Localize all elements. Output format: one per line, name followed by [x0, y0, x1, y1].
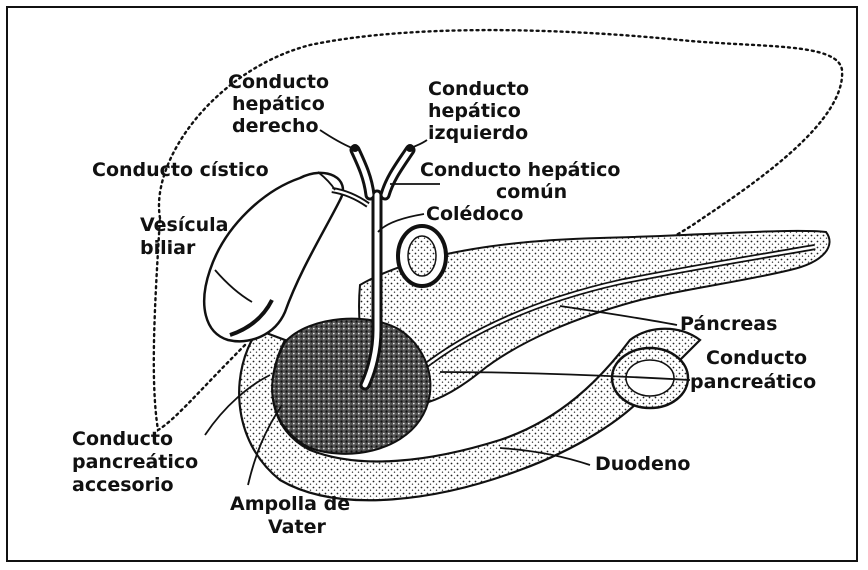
label-accessory-pancreatic-duct: Conducto pancreático accesorio: [72, 428, 205, 496]
label-common-hepatic-duct: Conducto hepático común: [420, 159, 627, 203]
label-pancreatic-duct: Conducto pancreático: [690, 347, 816, 393]
label-common-bile-duct: Colédoco: [426, 203, 523, 225]
leader-left-hepatic: [412, 140, 427, 148]
pancreas-head-shape: [272, 319, 430, 454]
label-right-hepatic-duct: Conducto hepático derecho: [228, 71, 336, 137]
label-duodenum: Duodeno: [595, 453, 690, 475]
label-cystic-duct: Conducto cístico: [92, 159, 269, 181]
leader-right-hepatic: [320, 130, 352, 148]
label-ampulla-of-vater: Ampolla de Vater: [230, 493, 357, 538]
label-left-hepatic-duct: Conducto hepático izquierdo: [428, 78, 536, 144]
gallbladder-shape: [204, 173, 343, 341]
label-pancreas: Páncreas: [680, 313, 777, 335]
